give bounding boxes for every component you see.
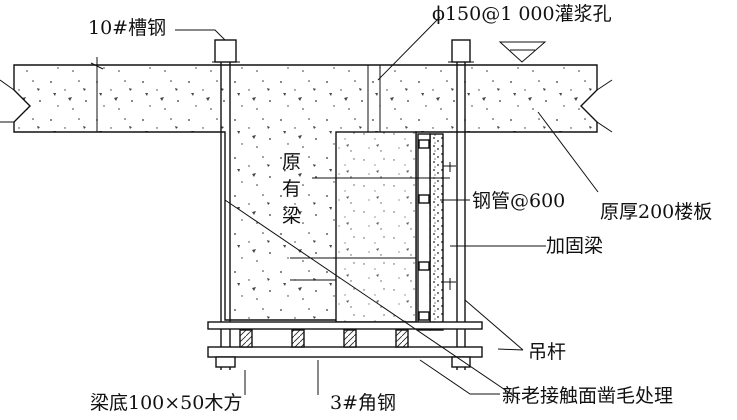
steel-pipe-ties (443, 162, 456, 290)
label-channel-steel: 10#槽钢 (88, 17, 166, 39)
steel-pipe (418, 139, 430, 149)
slab-thickness-dimension (90, 57, 104, 132)
label-roughened-interface: 新老接触面凿毛处理 (502, 385, 673, 407)
label-original-beam-2: 有 (282, 178, 301, 200)
hanger-rod-right (456, 40, 466, 370)
nut-right-top (451, 39, 471, 63)
nut-right-bottom (451, 356, 471, 368)
leader-hanger-rod (464, 299, 524, 351)
nut-left-bottom (215, 356, 236, 368)
steel-pipe (418, 261, 430, 271)
steel-pipes (418, 139, 430, 321)
leader-channel-steel (175, 29, 226, 41)
leader-roughened-interface (419, 359, 500, 395)
hanger-rod-left (220, 40, 231, 370)
steel-pipe (418, 311, 430, 321)
timber-block (291, 329, 305, 348)
leader-grout-hole (377, 16, 441, 81)
angle-steel-bottom (207, 346, 483, 358)
steel-pipe (418, 194, 430, 204)
label-original-beam-1: 原 (282, 151, 301, 173)
level-mark (498, 41, 547, 63)
interface-line (224, 199, 521, 401)
formwork-side-plate (417, 133, 431, 331)
slab-break-line-left (0, 79, 15, 123)
top-bearing-plate (207, 321, 483, 330)
timber-block (343, 329, 357, 348)
timber-block (239, 329, 253, 348)
label-original-slab: 原厚200楼板 (600, 201, 712, 223)
grout-hole (367, 65, 381, 132)
slab-break-line-right (596, 79, 613, 133)
label-original-beam-3: 梁 (282, 205, 301, 227)
label-grout-hole: ϕ150@1 000灌浆孔 (432, 3, 612, 25)
label-strengthening-beam: 加固梁 (546, 235, 603, 257)
strengthening-beam-concrete (335, 131, 417, 323)
formwork-mortar-strip (429, 133, 444, 331)
label-timber-base: 梁底100×50木方 (90, 392, 242, 414)
label-steel-pipe: 钢管@600 (472, 190, 565, 212)
channel-steel-nut-left (214, 39, 237, 63)
leader-original-slab (537, 111, 599, 193)
label-hanger-rod: 吊杆 (528, 341, 566, 363)
label-angle-steel: 3#角钢 (330, 392, 396, 414)
beam-internal-lines (290, 177, 450, 281)
timber-block (395, 329, 409, 348)
